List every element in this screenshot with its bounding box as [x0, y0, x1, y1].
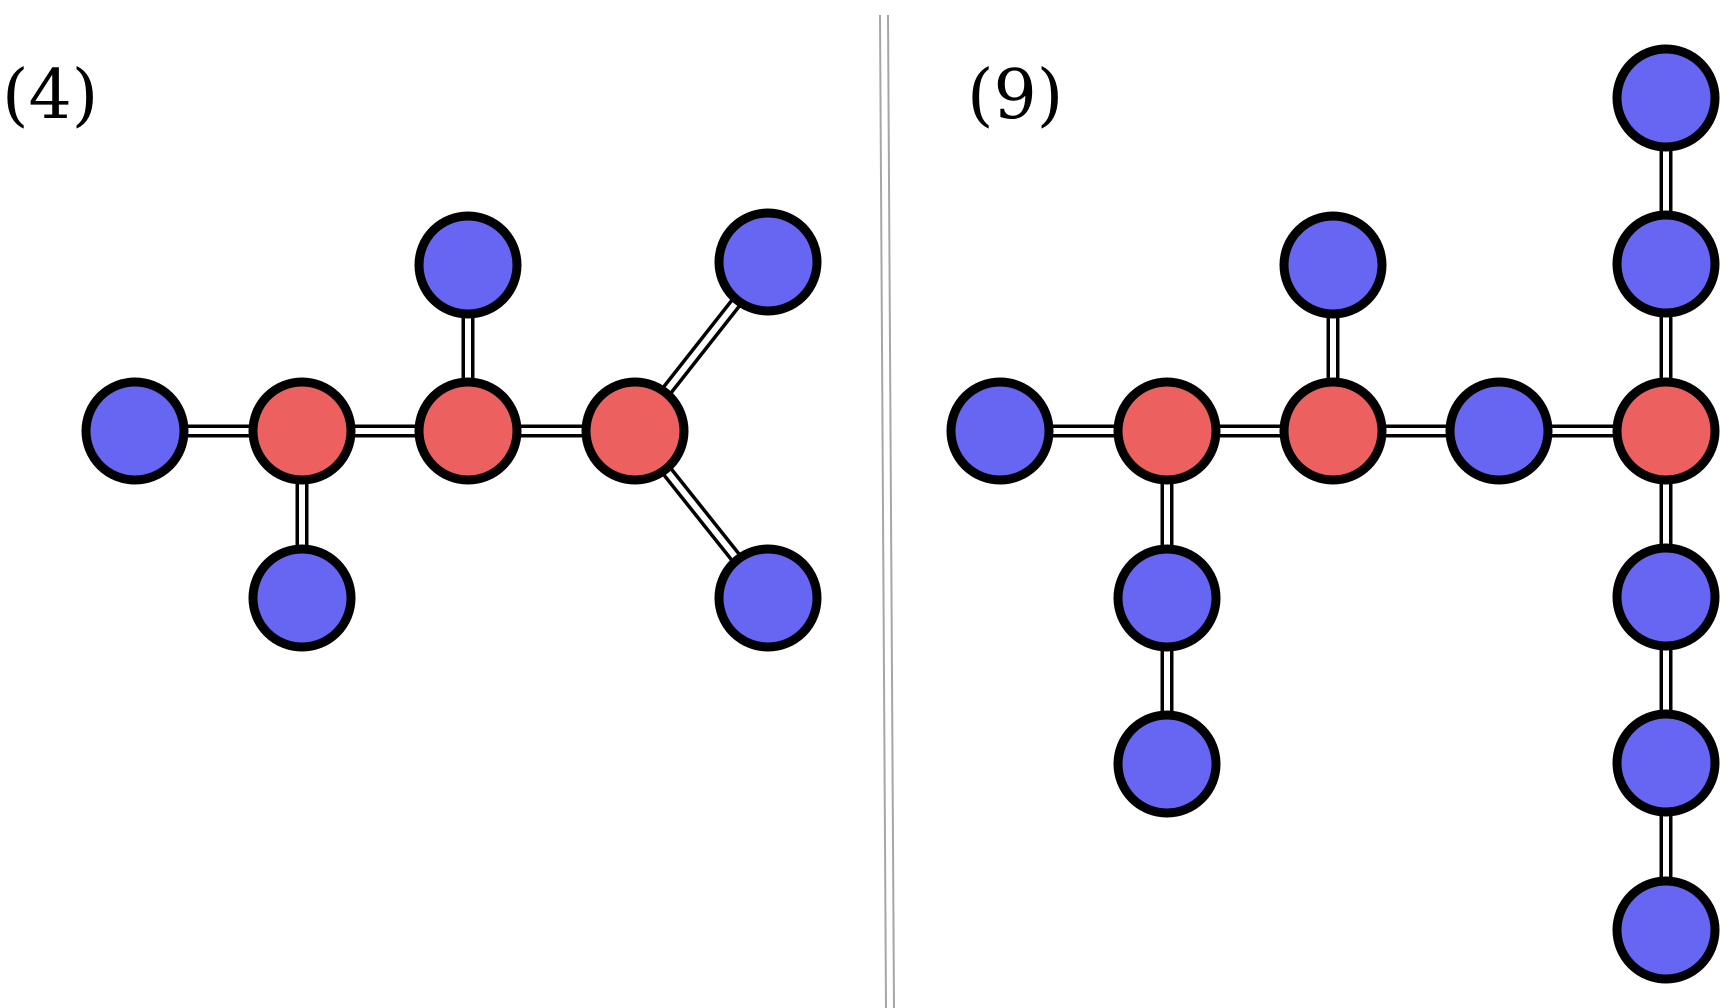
node-red-a3 [414, 377, 522, 485]
node-blue-b11 [1612, 543, 1720, 651]
node-blue-b4 [1445, 377, 1553, 485]
panel-right: (9) [946, 44, 1720, 984]
node-blue-b7 [1113, 544, 1221, 652]
panel-label-left: (4) [2, 56, 98, 135]
node-blue-a6 [248, 544, 356, 652]
node-layer-right [946, 44, 1720, 984]
divider [879, 14, 895, 1008]
node-red-b5 [1612, 377, 1720, 485]
node-blue-b8 [1113, 710, 1221, 818]
node-blue-b6 [1279, 211, 1387, 319]
node-blue-a7 [714, 208, 822, 316]
node-layer-left [81, 208, 822, 652]
node-red-b3 [1279, 377, 1387, 485]
panel-label-right: (9) [967, 56, 1063, 135]
node-blue-a1 [81, 377, 189, 485]
node-blue-b1 [946, 377, 1054, 485]
node-red-a4 [581, 377, 689, 485]
node-red-a2 [248, 377, 356, 485]
node-blue-b9 [1612, 44, 1720, 152]
node-blue-b12 [1612, 709, 1720, 817]
panel-left: (4) [2, 56, 822, 652]
node-blue-a5 [414, 211, 522, 319]
node-blue-b13 [1612, 876, 1720, 984]
node-red-b2 [1113, 377, 1221, 485]
node-blue-a8 [714, 544, 822, 652]
node-blue-b10 [1612, 210, 1720, 318]
